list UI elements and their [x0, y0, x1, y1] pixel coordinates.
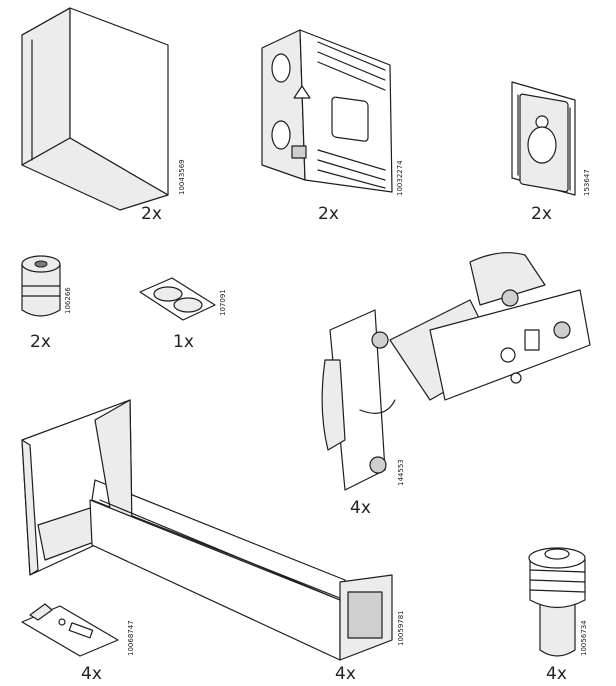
hinge-drawing: [321, 252, 591, 491]
cylinder-bolt-code: 106266: [64, 287, 72, 314]
keyhole-hanger-code: 153647: [583, 169, 591, 196]
keyhole-hanger-quantity: 2x: [531, 204, 552, 224]
clip-plate-drawing: [21, 603, 119, 657]
adjustable-foot-code: 10056734: [580, 620, 588, 656]
adhesive-pads-quantity: 1x: [173, 332, 194, 352]
hinge-code: 144553: [397, 459, 405, 486]
corner-panel-code: 10043569: [178, 159, 186, 195]
cylinder-bolt-drawing: [21, 255, 61, 317]
leg-bracket-drawing: [21, 399, 393, 661]
mounting-plate-drawing: [261, 29, 393, 193]
leg-bracket-code: 10059781: [397, 610, 405, 646]
hinge-quantity: 4x: [350, 498, 371, 518]
adjustable-foot-quantity: 4x: [546, 664, 567, 684]
leg-bracket-quantity: 4x: [335, 664, 356, 684]
mounting-plate-quantity: 2x: [318, 204, 339, 224]
mounting-plate-code: 10032274: [396, 160, 404, 196]
adhesive-pads-code: 107091: [219, 289, 227, 316]
corner-panel-drawing: [21, 7, 169, 211]
clip-plate-code: 10068747: [127, 620, 135, 656]
clip-plate-quantity: 4x: [81, 664, 102, 684]
corner-panel-quantity: 2x: [141, 204, 162, 224]
adjustable-foot-drawing: [528, 547, 586, 657]
keyhole-hanger-drawing: [511, 81, 576, 196]
cylinder-bolt-quantity: 2x: [30, 332, 51, 352]
adhesive-pads-drawing: [139, 277, 216, 321]
